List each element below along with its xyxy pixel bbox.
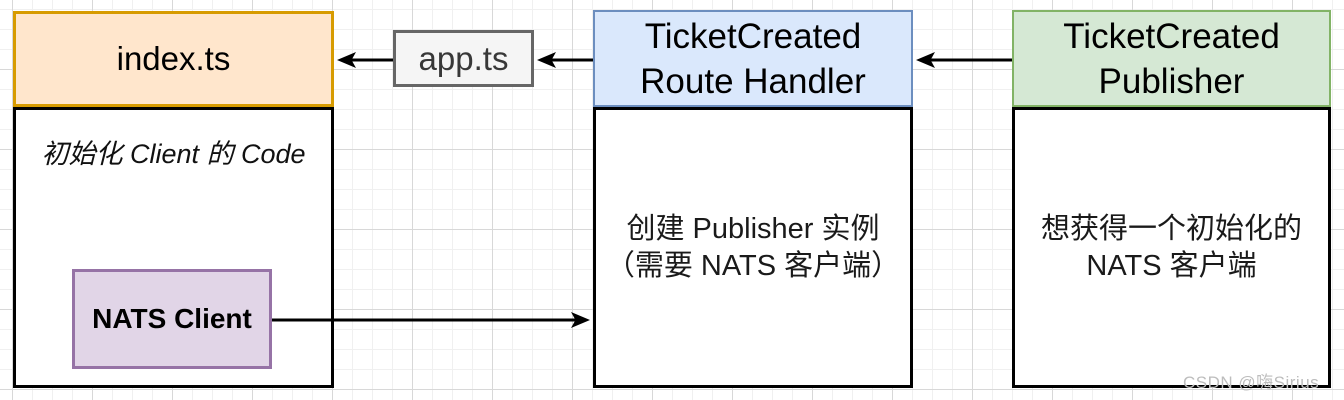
route-handler-body-line2: （需要 NATS 客户端） bbox=[605, 249, 901, 282]
arrow-publisher-to-route-handler bbox=[916, 52, 1012, 68]
index-ts-note: 初始化 Client 的 Code bbox=[41, 139, 306, 169]
publisher-title-line2: Publisher bbox=[1098, 61, 1245, 101]
index-ts-title: index.ts bbox=[116, 40, 231, 77]
publisher-body-line1: 想获得一个初始化的 bbox=[1040, 212, 1302, 245]
route-handler-title-line2: Route Handler bbox=[640, 61, 866, 101]
route-handler-body-line1: 创建 Publisher 实例 bbox=[626, 212, 880, 245]
route-handler-body: 创建 Publisher 实例 （需要 NATS 客户端） bbox=[593, 107, 913, 388]
arrow-app-ts-to-index-ts bbox=[337, 52, 393, 68]
nats-client-label: NATS Client bbox=[92, 303, 252, 334]
publisher-body-line2: NATS 客户端 bbox=[1086, 249, 1257, 282]
app-ts-box: app.ts bbox=[393, 30, 534, 87]
index-ts-header: index.ts bbox=[13, 11, 334, 107]
route-handler-header: TicketCreated Route Handler bbox=[593, 10, 913, 107]
publisher-title-line1: TicketCreated bbox=[1063, 16, 1280, 56]
route-handler-title: TicketCreated Route Handler bbox=[640, 14, 866, 104]
publisher-header: TicketCreated Publisher bbox=[1012, 10, 1331, 107]
publisher-title: TicketCreated Publisher bbox=[1063, 14, 1280, 104]
route-handler-title-line1: TicketCreated bbox=[644, 16, 862, 56]
arrow-route-handler-to-app-ts bbox=[537, 52, 593, 68]
nats-client-box: NATS Client bbox=[72, 269, 272, 369]
publisher-body: 想获得一个初始化的 NATS 客户端 bbox=[1012, 107, 1331, 388]
app-ts-label: app.ts bbox=[418, 39, 509, 77]
watermark: CSDN @嗨Sirius bbox=[1183, 373, 1320, 392]
